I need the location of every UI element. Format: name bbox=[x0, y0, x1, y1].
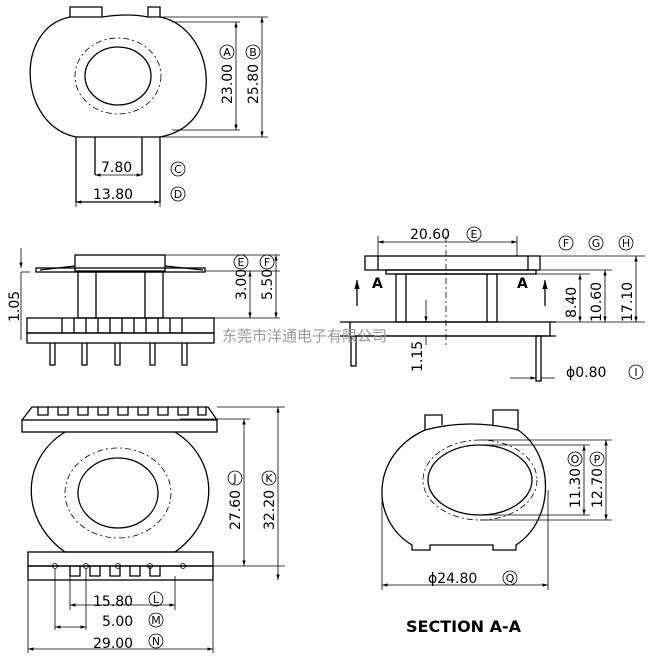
dim-C-value: 7.80 bbox=[101, 160, 132, 176]
section-mark-right: A bbox=[517, 276, 528, 292]
section-title: SECTION A-A bbox=[406, 617, 522, 636]
dim-Q-letter: Q bbox=[506, 572, 515, 585]
dim-M-value: 5.00 bbox=[102, 614, 133, 630]
dim-I-letter: I bbox=[634, 366, 637, 379]
dim-P-letter: P bbox=[594, 453, 601, 466]
top-view: 23.00 A 25.80 B 7.80 C 13.80 D bbox=[29, 6, 268, 207]
dim-B-value: 25.80 bbox=[246, 64, 262, 104]
side-view: 1.05 3.00 E 5.50 F bbox=[7, 248, 280, 366]
dim-K-letter: K bbox=[265, 472, 273, 485]
dim-F-letter: F bbox=[264, 256, 270, 269]
dim-L-value: 15.80 bbox=[93, 594, 133, 610]
watermark: 东莞市洋通电子有限公司 bbox=[222, 327, 387, 345]
dim-L-letter: L bbox=[153, 593, 160, 606]
dim-E-value: 20.60 bbox=[410, 227, 450, 243]
dim-N-value: 29.00 bbox=[93, 636, 133, 652]
dim-P-value: 12.70 bbox=[590, 468, 606, 508]
dim-8.40: 8.40 bbox=[564, 287, 580, 318]
dim-C-letter: C bbox=[174, 163, 182, 176]
dim-D-letter: D bbox=[174, 188, 182, 201]
dim-1.15: 1.15 bbox=[410, 341, 426, 372]
section-mark-left: A bbox=[372, 276, 383, 292]
dim-A-letter: A bbox=[223, 46, 231, 59]
dim-G-letter: G bbox=[592, 237, 601, 250]
dim-H-letter: H bbox=[622, 237, 630, 250]
dim-O-letter: O bbox=[571, 453, 580, 466]
dim-F2-letter: F bbox=[563, 237, 569, 250]
dim-E2-letter: E bbox=[238, 256, 245, 269]
dim-E2-value: 3.00 bbox=[234, 269, 250, 300]
dim-O-value: 11.30 bbox=[568, 468, 584, 508]
dim-D-value: 13.80 bbox=[93, 187, 133, 203]
dim-M-letter: M bbox=[151, 614, 161, 627]
dim-A-value: 23.00 bbox=[220, 64, 236, 104]
dim-E-letter: E bbox=[471, 228, 478, 241]
dim-J-letter: J bbox=[232, 472, 236, 485]
dim-17.10: 17.10 bbox=[620, 282, 636, 322]
dim-10.60: 10.60 bbox=[589, 282, 605, 322]
section-view: 11.30 O 12.70 P ϕ24.80 Q SECTION A-A bbox=[381, 409, 612, 636]
dim-1.05: 1.05 bbox=[7, 291, 23, 322]
dim-K-value: 32.20 bbox=[262, 490, 278, 530]
dim-N-letter: N bbox=[152, 635, 160, 648]
bottom-view: 27.60 J 32.20 K 15.80 L 5.00 M 29.00 N bbox=[21, 406, 285, 653]
dim-B-letter: B bbox=[249, 46, 257, 59]
dim-F-value: 5.50 bbox=[260, 269, 276, 300]
dim-Q-value: ϕ24.80 bbox=[428, 571, 477, 587]
front-view: A A 20.60 E 8.40 10.60 17.10 F G H 1.15 … bbox=[340, 226, 645, 382]
dim-J-value: 27.60 bbox=[228, 490, 244, 530]
dim-I-value: ϕ0.80 bbox=[566, 365, 606, 381]
